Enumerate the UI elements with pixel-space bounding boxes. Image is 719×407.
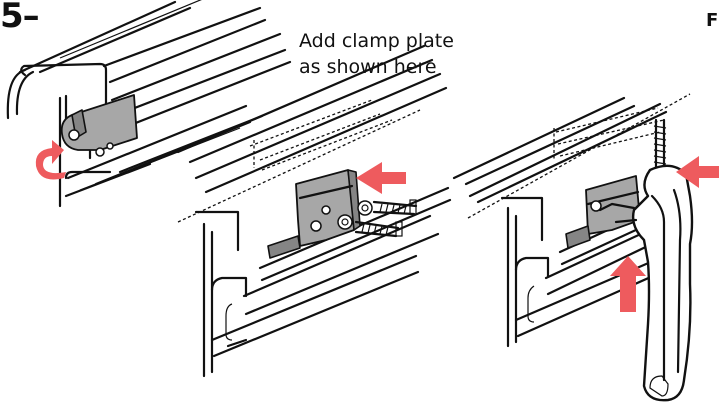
cropped-edge-text: F <box>706 10 719 31</box>
push-arrow-icon <box>610 256 646 312</box>
push-arrow-icon <box>676 156 719 188</box>
step-number: 5– <box>0 0 40 36</box>
rotate-arrow-icon <box>35 140 66 180</box>
caption-line-1: Add clamp plate <box>299 30 454 52</box>
push-arrow-icon <box>356 162 406 194</box>
panel-3-crimp-tool <box>452 93 719 402</box>
panel-2-clamp-plate <box>176 44 452 378</box>
panel-1-track <box>6 0 292 208</box>
